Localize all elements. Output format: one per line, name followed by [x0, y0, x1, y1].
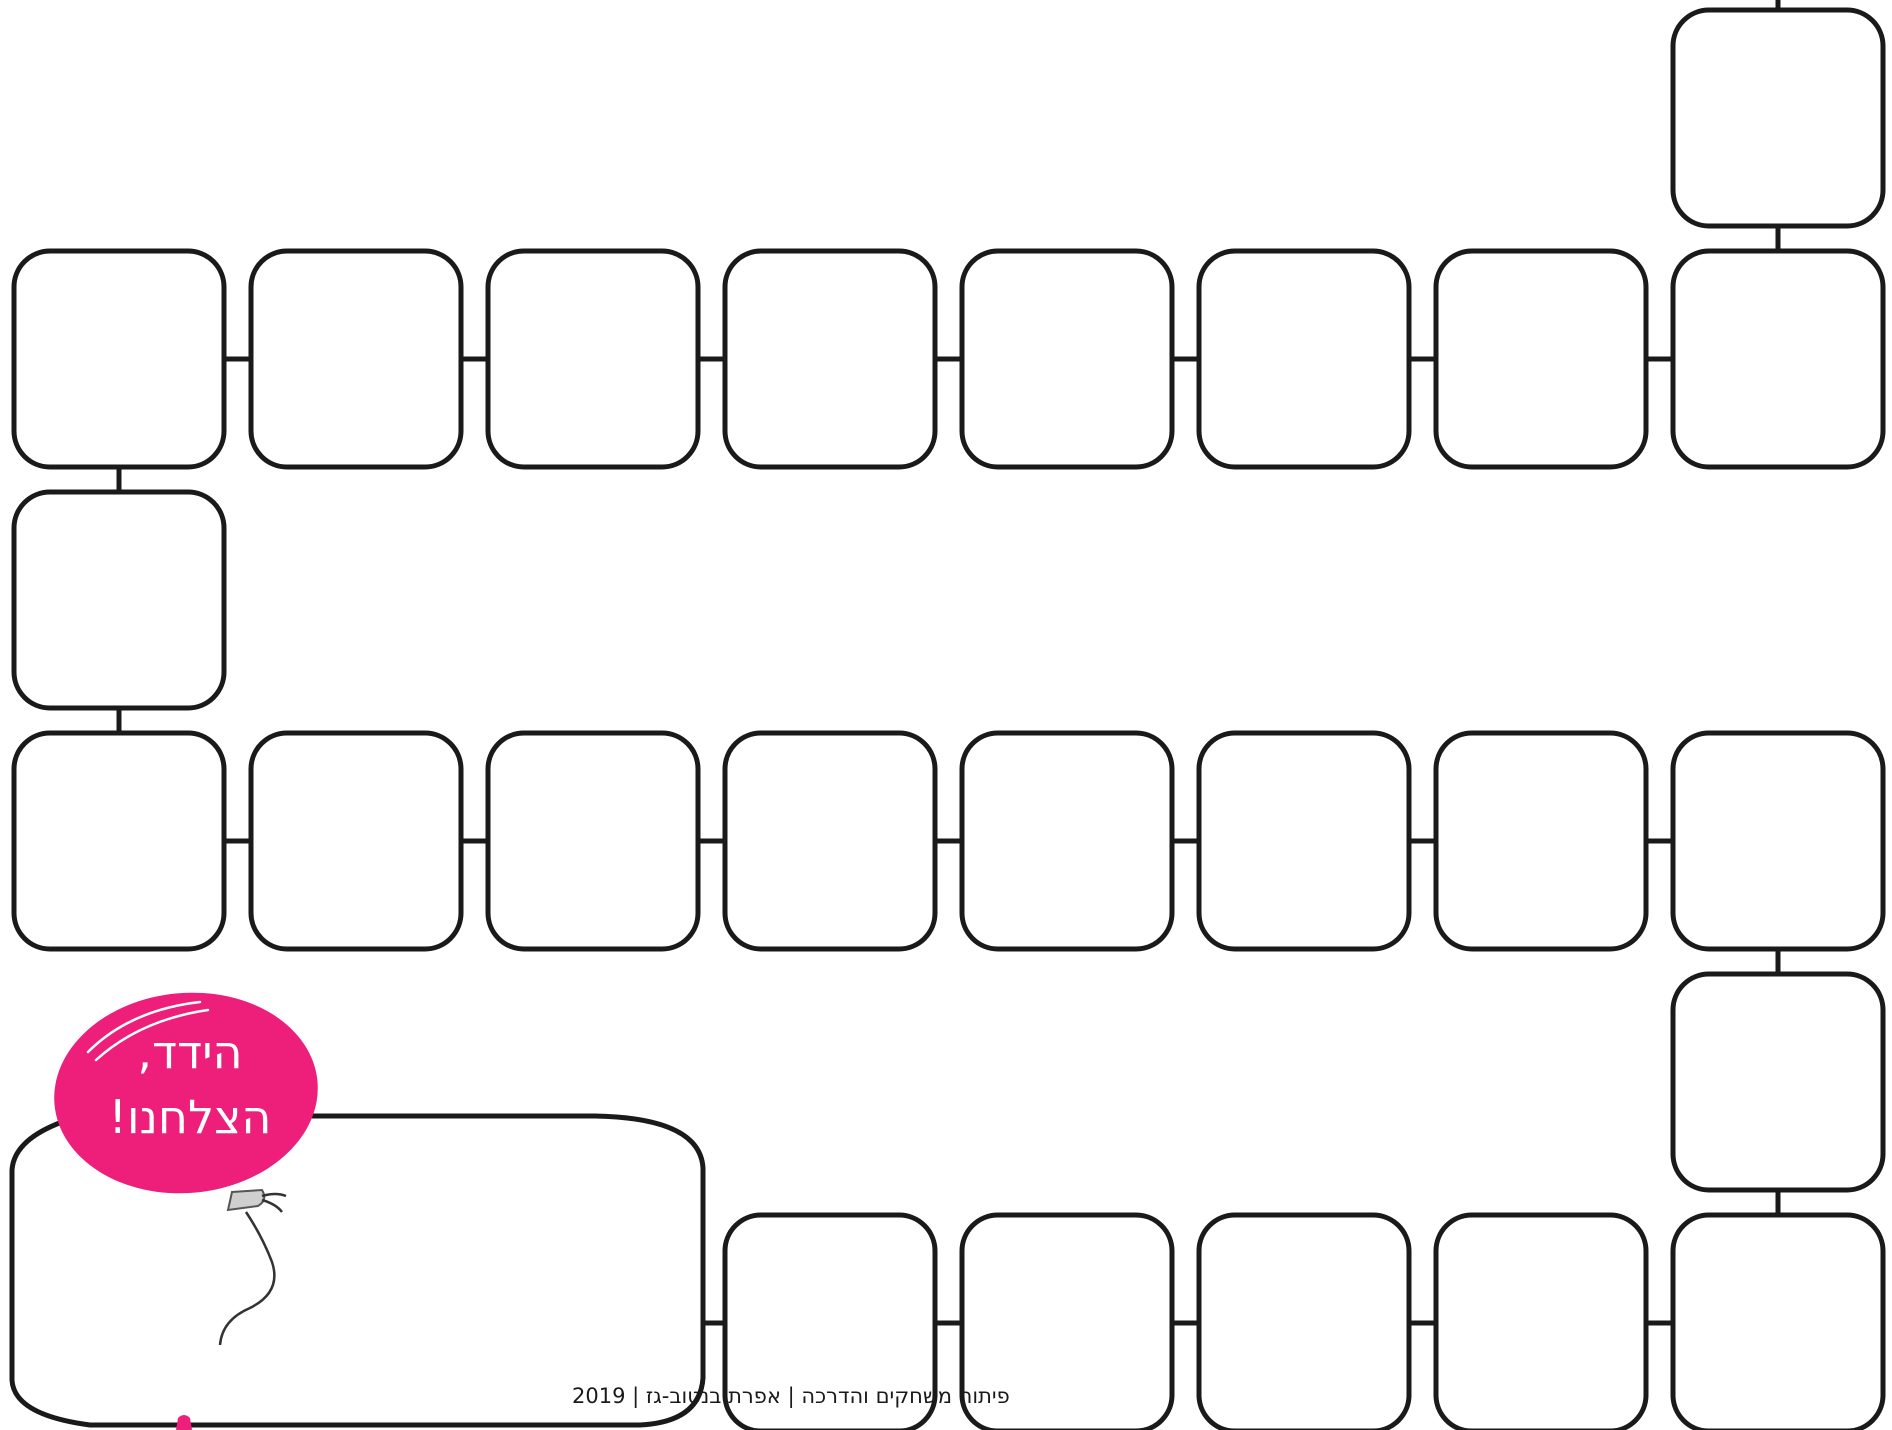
- board-square[interactable]: [1199, 251, 1409, 467]
- board-square[interactable]: [1673, 1215, 1883, 1430]
- board-square[interactable]: [14, 733, 224, 949]
- board-square[interactable]: [488, 733, 698, 949]
- board-square[interactable]: [1436, 733, 1646, 949]
- board-square[interactable]: [1673, 974, 1883, 1190]
- credit-text: פיתוח משחקים והדרכה | אפרת בנטוב-גז | 20…: [572, 1384, 1010, 1409]
- board-square[interactable]: [962, 251, 1172, 467]
- board-square[interactable]: [251, 251, 461, 467]
- board-square[interactable]: [725, 733, 935, 949]
- board-square[interactable]: [14, 492, 224, 708]
- board-square[interactable]: [251, 733, 461, 949]
- board-square[interactable]: [1199, 733, 1409, 949]
- board-square[interactable]: [1436, 251, 1646, 467]
- board-square[interactable]: [14, 251, 224, 467]
- celebration-line-2: הצלחנו!: [109, 1090, 272, 1144]
- board-square[interactable]: [1673, 733, 1883, 949]
- board-square[interactable]: [725, 251, 935, 467]
- celebration-line-1: הידד,: [137, 1025, 242, 1079]
- board-square[interactable]: [1199, 1215, 1409, 1430]
- board-square[interactable]: [488, 251, 698, 467]
- board-square[interactable]: [962, 733, 1172, 949]
- board-square[interactable]: [1673, 251, 1883, 467]
- board-square[interactable]: [1436, 1215, 1646, 1430]
- board-square[interactable]: [1673, 10, 1883, 226]
